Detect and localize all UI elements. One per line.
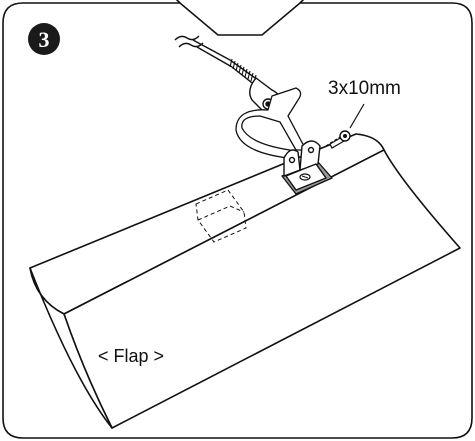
step-badge-circle [28, 23, 60, 55]
horn-back-lug [299, 140, 321, 171]
hidden-outline [195, 189, 247, 243]
step-badge: 3 [28, 23, 60, 55]
motion-arrow [235, 87, 307, 159]
screw-path-dashed [325, 136, 341, 147]
pushrod-break-mark [174, 35, 200, 41]
step-number: 3 [39, 27, 50, 52]
pushrod-wire [192, 39, 233, 68]
thread-ticks [229, 58, 257, 84]
pushrod [174, 35, 259, 87]
screw [325, 103, 365, 149]
horn-screw [299, 173, 311, 181]
horn-hole [288, 156, 296, 164]
screw-head-slot [343, 134, 347, 138]
screw-leader [349, 103, 365, 129]
screw-size-label: 3x10mm [328, 78, 401, 99]
flap [29, 133, 461, 429]
pushrod-break-mark [178, 42, 204, 48]
part-label: < Flap > [98, 346, 164, 366]
horn-hole [307, 146, 315, 154]
frame-notch [175, 0, 305, 4]
flap-end-face [29, 267, 113, 429]
